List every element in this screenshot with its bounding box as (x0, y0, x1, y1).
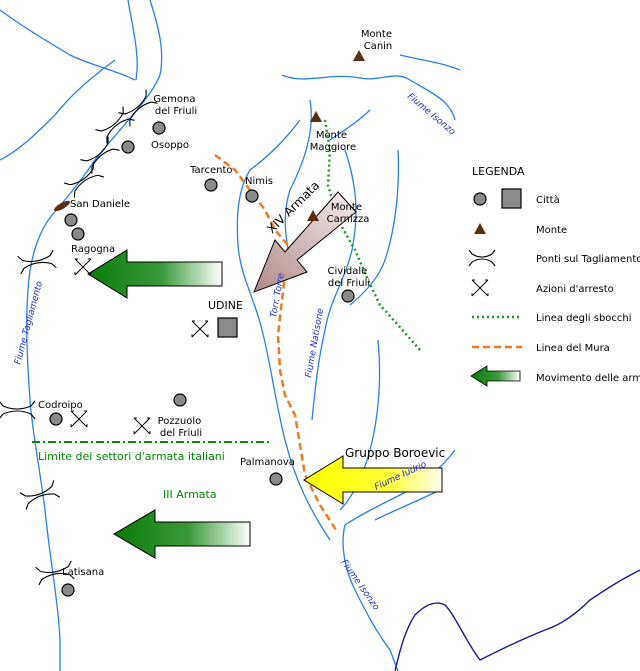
arrow-iii-armata (113, 509, 251, 559)
arrow-boroevic (303, 455, 443, 505)
label-udine: UDINE (208, 299, 243, 312)
stop-action-icon (133, 417, 151, 435)
river-isonzo-north-b (399, 54, 461, 71)
label-monte-maggiore: Monte Maggiore (310, 130, 356, 153)
label-cividale: Cividale del Friuli (327, 266, 370, 289)
river-isonzo-south-b (374, 489, 441, 521)
stop-action-icon (70, 410, 88, 428)
city-marker (341, 289, 355, 303)
legend-item-label: Città (536, 194, 560, 206)
legend-stop-action-icon (471, 279, 489, 297)
river-iudrio (339, 339, 381, 511)
city-marker (204, 178, 218, 192)
label-pozzuolo: Pozzuolo del Friuli (158, 416, 205, 439)
label-monte-carnizza: Monte Carnizza (327, 202, 370, 225)
city-marker (71, 227, 85, 241)
label-monte-canin: Monte Canin (361, 29, 395, 52)
city-marker (245, 189, 259, 203)
outlets-line (323, 119, 421, 351)
mura-line (214, 154, 338, 531)
cities-layer (49, 121, 355, 597)
label-river-isonzo-south: Fiume Isonzo (339, 558, 382, 613)
legend: LEGENDA Città Monte Ponti sul Tagliament… (468, 165, 640, 387)
label-river-tagliamento: Fiume Tagliamento (13, 280, 45, 366)
city-marker (64, 213, 78, 227)
label-tarcento: Tarcento (189, 165, 233, 176)
river-isonzo-north (281, 74, 456, 121)
bridge-icon (0, 400, 36, 420)
river-torre-upper (284, 99, 312, 266)
bridges-layer (0, 89, 158, 586)
mountain-icon (310, 111, 322, 122)
bridge-icon (118, 89, 158, 127)
stop-actions-layer (70, 258, 209, 435)
label-boroevic: Gruppo Boroevic (345, 446, 445, 460)
legend-city-icon (473, 192, 487, 206)
legend-item-label: Linea degli sbocchi (536, 313, 632, 324)
label-latisana: Latisana (62, 567, 104, 578)
legend-mountain-icon (474, 223, 486, 234)
river-natisone-upper (349, 149, 400, 306)
legend-item-label: Movimento delle armate (536, 373, 640, 384)
hill-marker (54, 200, 70, 212)
mountain-icon (353, 50, 365, 61)
label-palmanova: Palmanova (240, 457, 295, 468)
river-isonzo-upper (329, 109, 371, 141)
legend-movement-arrow (470, 365, 521, 387)
river-tagliamento (26, 0, 163, 671)
bridge-icon (17, 249, 57, 275)
river-left-upper (0, 59, 116, 161)
arrow-italian-north (87, 249, 223, 299)
label-gemona: Gemona del Friuli (153, 94, 198, 117)
legend-title: LEGENDA (472, 165, 525, 178)
river-tagliamento-braid (127, 0, 138, 81)
label-san-daniele: San Daniele (70, 199, 130, 210)
city-marker (152, 121, 166, 135)
bridge-icon (95, 106, 135, 144)
legend-major-city-icon (501, 188, 522, 209)
label-codroipo: Codroipo (38, 400, 83, 411)
label-river-isonzo-north: Fiume Isonzo (405, 92, 457, 138)
legend-bridge-icon (468, 249, 496, 267)
city-marker (61, 583, 75, 597)
coastline (394, 569, 640, 671)
place-labels: Monte Canin Monte Maggiore Gemona del Fr… (38, 29, 395, 578)
city-marker (121, 140, 135, 154)
bridge-icon (63, 162, 105, 198)
stop-action-icon (191, 320, 209, 338)
label-ragogna: Ragogna (71, 244, 115, 255)
label-osoppo: Osoppo (151, 140, 189, 151)
legend-item-label: Azioni d'arresto (536, 284, 614, 295)
river-tributary-nw (0, 9, 136, 81)
bridge-icon (80, 136, 120, 174)
city-marker (173, 393, 187, 407)
river-natisone (311, 149, 357, 421)
bridge-icon (35, 560, 75, 586)
mountain-icon (307, 210, 319, 221)
stop-action-icon (74, 258, 92, 276)
river-torre (236, 119, 331, 541)
city-marker-major (217, 317, 238, 338)
city-marker (49, 412, 63, 426)
label-sector-limit: Limite dei settori d'armata italiani (38, 450, 225, 463)
legend-item-label: Linea del Mura (536, 343, 610, 354)
mountains-layer (307, 50, 365, 221)
label-iii-armata: III Armata (163, 488, 217, 501)
bridge-icon (19, 480, 61, 510)
arrow-xiv-armata (253, 191, 357, 293)
city-marker (269, 472, 283, 486)
legend-item-label: Ponti sul Tagliamento (536, 254, 640, 265)
label-nimis: Nimis (245, 176, 273, 187)
legend-item-label: Monte (536, 225, 567, 236)
